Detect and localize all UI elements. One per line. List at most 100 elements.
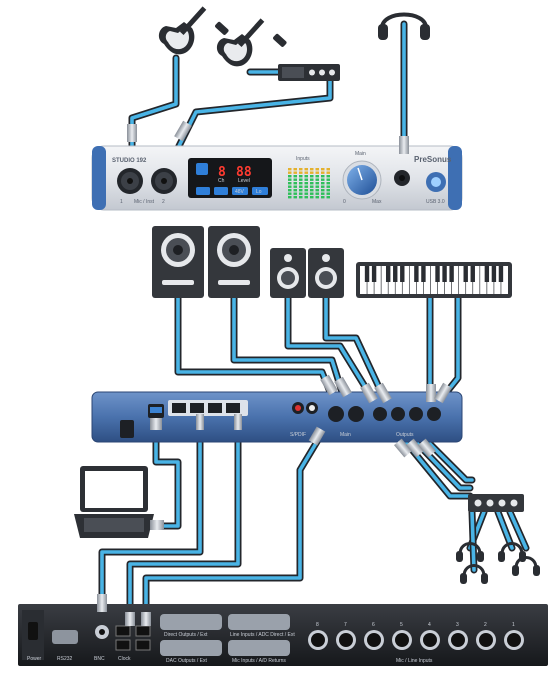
black-key [484, 266, 490, 282]
black-key [498, 266, 504, 282]
main-output-jacks[interactable] [328, 406, 364, 422]
db25-label-3: DAC Outputs / Ext [166, 658, 207, 664]
meter-segment [310, 168, 314, 171]
meter-segment [304, 185, 308, 188]
meter-segment [288, 192, 292, 195]
rack-power-label: Power [27, 656, 42, 662]
xlr-channel-number: 7 [344, 622, 347, 628]
lcd-left-button[interactable] [196, 187, 210, 195]
meter-segment [299, 189, 303, 192]
lo-cut-button[interactable] [252, 187, 268, 195]
meter-segment [315, 185, 319, 188]
meter-segment [326, 171, 330, 174]
main-knob-min-label: 0 [343, 199, 346, 205]
headphones-icon [460, 564, 488, 584]
db25-label-2: Line Inputs / ADC Direct / Ext [230, 632, 295, 638]
lcd-right-button[interactable] [214, 187, 228, 195]
spdif-jacks[interactable] [292, 402, 318, 414]
xlr-channel-number: 2 [484, 622, 487, 628]
meter-segment [293, 178, 297, 181]
headphones-group [456, 542, 540, 584]
meter-segment [299, 192, 303, 195]
input-mic-inst-label: Mic / Inst [134, 199, 155, 205]
meter-segment [304, 196, 308, 199]
main-knob-max-label: Max [372, 199, 382, 205]
db25-label-1: Direct Outputs / Ext [164, 632, 208, 638]
black-key [400, 266, 405, 282]
usb-label: USB 3.0 [426, 199, 445, 205]
meter-segment [288, 185, 292, 188]
rack-cable-plugs [97, 594, 151, 626]
lo-cut-label: Lo [256, 189, 262, 195]
line-output-jacks[interactable] [373, 407, 441, 421]
meter-segment [315, 178, 319, 181]
cables [98, 20, 530, 624]
meter-segment [293, 175, 297, 178]
inputs-meter-label: Inputs [296, 156, 310, 162]
studio-monitor-left [152, 226, 204, 298]
meter-segment [310, 182, 314, 185]
meter-segment [299, 182, 303, 185]
meter-segment [288, 182, 292, 185]
black-key [442, 266, 447, 282]
midi-keyboard-icon [356, 262, 512, 298]
preamp-unit-icon [278, 64, 340, 81]
meter-segment [326, 196, 330, 199]
meter-segment [288, 175, 292, 178]
meter-segment [293, 182, 297, 185]
electric-guitar-icon [158, 6, 229, 55]
meter-segment [315, 196, 319, 199]
interface-model-label: STUDIO 192 [112, 158, 147, 164]
main-volume-knob[interactable] [342, 160, 382, 200]
xlr-channel-number: 3 [456, 622, 459, 628]
meter-segment [321, 189, 325, 192]
meter-segment [326, 178, 330, 181]
meter-segment [299, 171, 303, 174]
meter-segment [326, 182, 330, 185]
black-key [463, 266, 468, 282]
db25-connectors[interactable] [160, 614, 290, 656]
rack-network-ports[interactable] [115, 625, 151, 651]
headphones-icon [512, 556, 540, 576]
meter-segment [326, 192, 330, 195]
electric-guitar-icon [216, 18, 287, 67]
meter-segment [288, 168, 292, 171]
network-ports[interactable] [168, 400, 248, 416]
lcd-channel-readout: 8 [218, 165, 226, 180]
meter-segment [321, 182, 325, 185]
lcd-level-readout: 88 [236, 165, 252, 180]
meter-segment [326, 185, 330, 188]
input-1-combo-jack[interactable] [117, 168, 143, 194]
rs232-port[interactable] [52, 630, 78, 644]
rack-power-inlet[interactable] [28, 622, 38, 640]
phantom-48v-button[interactable] [232, 187, 248, 195]
meter-segment [299, 175, 303, 178]
headphones-icon [378, 12, 430, 40]
cable-plugs [127, 120, 452, 458]
meter-segment [304, 178, 308, 181]
input-2-combo-jack[interactable] [151, 168, 177, 194]
input-2-label: 2 [162, 199, 165, 205]
xlr-channel-number: 8 [316, 622, 319, 628]
meter-segment [315, 175, 319, 178]
meter-segment [321, 185, 325, 188]
black-key [470, 266, 475, 282]
black-key [414, 266, 419, 282]
black-key [449, 266, 454, 282]
lcd-channel-caption: Ch [218, 178, 225, 184]
meter-segment [321, 171, 325, 174]
outputs-label: Outputs [396, 432, 414, 438]
power-inlet[interactable] [120, 420, 134, 438]
meter-segment [321, 192, 325, 195]
rack-unit: Power RS232 BNC Clock Direct Outputs / E… [18, 604, 548, 666]
meter-segment [293, 185, 297, 188]
meter-segment [315, 192, 319, 195]
meter-segment [326, 168, 330, 171]
meter-segment [288, 196, 292, 199]
headphone-jack[interactable] [394, 170, 410, 186]
black-key [491, 266, 497, 282]
meter-segment [315, 171, 319, 174]
